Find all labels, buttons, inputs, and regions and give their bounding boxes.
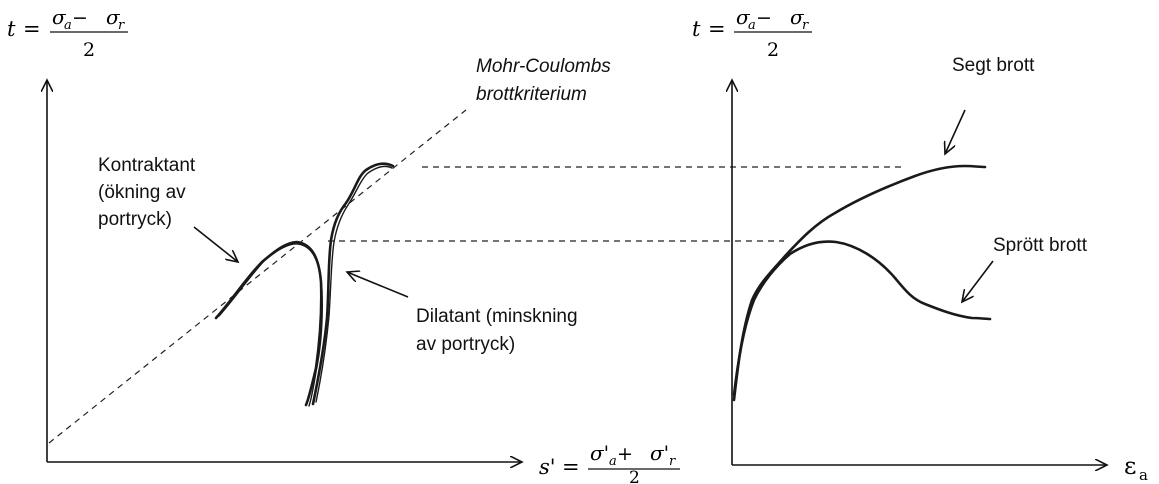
formula-sigma: σ xyxy=(736,5,751,29)
formula-sigma: σ xyxy=(790,5,805,29)
contractant-stress-path-shadow xyxy=(218,243,323,407)
dilatant-stress-path-shadow xyxy=(315,165,393,403)
formula-sub: a xyxy=(748,18,756,33)
formula-den: 2 xyxy=(629,468,640,484)
contractant-label-line1: Kontraktant xyxy=(98,155,196,176)
formula-eq: = xyxy=(562,455,580,479)
ductile-failure-label: Segt brott xyxy=(952,55,1035,76)
right-y-axis-label: t = σ a − σ r 2 xyxy=(692,5,812,61)
mohr-coulomb-line xyxy=(48,109,467,444)
formula-op: − xyxy=(72,7,88,29)
formula-sub: a xyxy=(609,454,617,469)
contractant-stress-path xyxy=(214,240,323,407)
formula-den: 2 xyxy=(767,39,779,61)
brittle-failure-label: Sprött brott xyxy=(993,235,1088,256)
right-x-axis-label: ε a xyxy=(1124,452,1148,484)
formula-sub: r xyxy=(669,454,676,469)
left-x-axis-label: s' = σ' a + σ' r 2 xyxy=(539,441,680,484)
dilatant-arrow xyxy=(347,272,409,298)
formula-sigma: σ' xyxy=(650,441,669,465)
contractant-arrow xyxy=(193,226,238,262)
formula-var: s' xyxy=(539,455,556,479)
formula-den: 2 xyxy=(83,39,95,61)
formula-sigma: σ xyxy=(106,5,121,29)
formula-sub: a xyxy=(64,18,72,33)
formula-sub: r xyxy=(118,18,125,33)
contractant-label-line2: (ökning av xyxy=(98,182,186,203)
formula-var: t xyxy=(7,17,16,41)
formula-var: ε xyxy=(1124,452,1136,480)
dilatant-label-line2: av portryck) xyxy=(416,334,515,355)
contractant-label-line3: portryck) xyxy=(98,209,172,230)
left-diagram: Mohr-Coulombs brottkriterium Kontraktant… xyxy=(7,5,906,484)
right-diagram: Segt brott Sprött brott t = σ a − σ r 2 … xyxy=(692,5,1148,484)
formula-op: + xyxy=(617,443,633,465)
formula-sigma: σ' xyxy=(590,441,609,465)
criterion-label-line2: brottkriterium xyxy=(476,84,587,105)
formula-var: t xyxy=(692,17,701,41)
criterion-label-line1: Mohr-Coulombs xyxy=(476,56,611,77)
ductile-failure-curve xyxy=(732,164,987,402)
formula-sub: a xyxy=(1139,466,1148,484)
formula-eq: = xyxy=(708,17,726,41)
brittle-arrow xyxy=(962,260,994,302)
brittle-failure-curve xyxy=(732,240,992,397)
left-y-axis-label: t = σ a − σ r 2 xyxy=(7,5,128,61)
dilatant-label-line1: Dilatant (minskning xyxy=(416,306,578,327)
formula-eq: = xyxy=(23,17,41,41)
dilatant-stress-path xyxy=(311,162,395,406)
ductile-arrow xyxy=(945,109,966,154)
formula-op: − xyxy=(756,7,772,29)
formula-sub: r xyxy=(802,18,809,33)
formula-sigma: σ xyxy=(52,5,67,29)
